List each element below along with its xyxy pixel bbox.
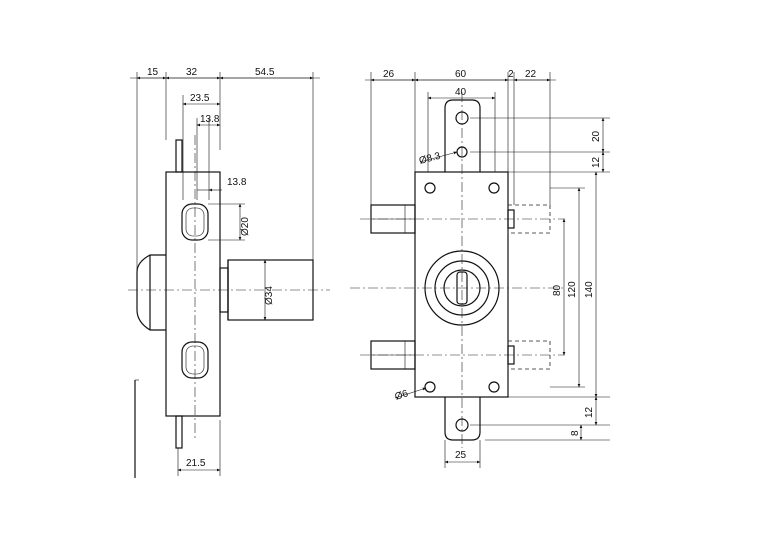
side-view: 15 32 54.5 23.5 13.8 13.8 xyxy=(128,67,330,478)
dim-32: 32 xyxy=(186,67,198,78)
dim-60: 60 xyxy=(455,69,467,80)
dim-13-8-top: 13.8 xyxy=(200,114,220,125)
dim-23-5: 23.5 xyxy=(190,93,210,104)
front-view: 26 60 2 22 40 xyxy=(350,69,610,468)
dim-12-bottom: 12 xyxy=(584,406,595,418)
dim-26: 26 xyxy=(383,69,395,80)
dim-13-8-mid: 13.8 xyxy=(227,177,247,188)
dim-21-5: 21.5 xyxy=(186,458,206,469)
dim-25: 25 xyxy=(455,450,467,461)
dim-dia-20: Ø20 xyxy=(240,217,251,236)
dim-40: 40 xyxy=(455,87,467,98)
dim-dia-6: Ø6 xyxy=(394,388,411,403)
dim-8: 8 xyxy=(570,430,581,436)
dim-dia-34: Ø34 xyxy=(264,286,275,305)
dim-20: 20 xyxy=(591,130,602,142)
dim-15: 15 xyxy=(147,67,159,78)
dim-2: 2 xyxy=(508,69,514,80)
dim-120: 120 xyxy=(567,281,578,298)
dim-140: 140 xyxy=(584,281,595,298)
dim-80: 80 xyxy=(552,284,563,296)
dim-12-top: 12 xyxy=(591,156,602,168)
dim-22: 22 xyxy=(525,69,537,80)
dim-dia-8-3: Ø8.3 xyxy=(418,151,442,167)
dim-54-5: 54.5 xyxy=(255,67,275,78)
